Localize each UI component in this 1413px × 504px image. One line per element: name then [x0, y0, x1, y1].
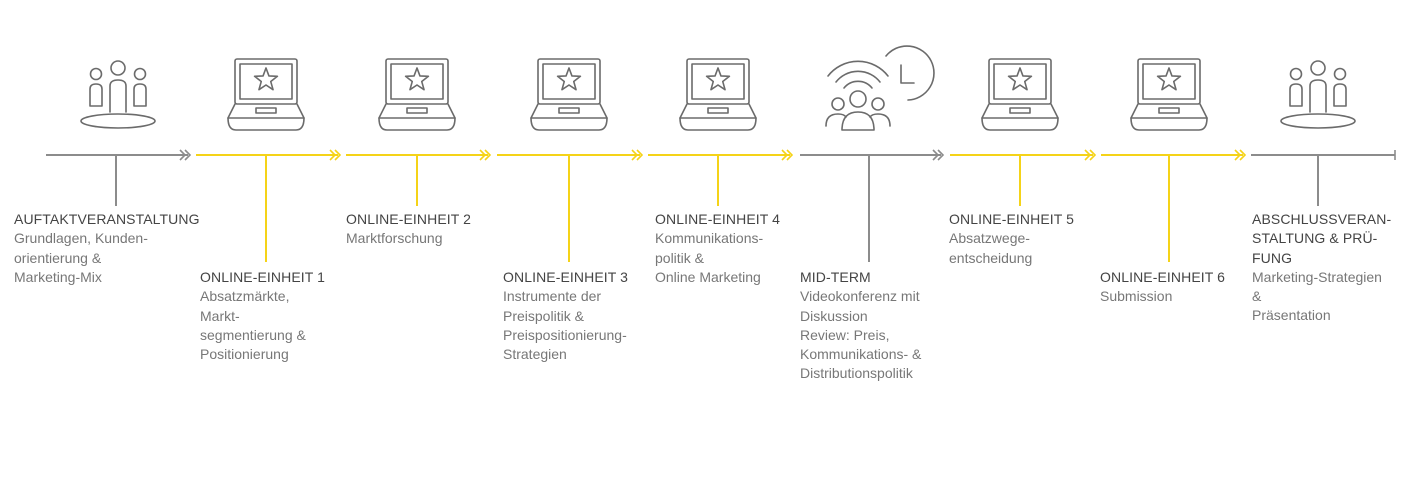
- double-chevron-icon: [932, 149, 945, 161]
- timeline-stems: [115, 155, 1319, 262]
- laptop-star-icon: [530, 58, 608, 131]
- step-label: ONLINE-EINHEIT 6 Submission: [1100, 268, 1225, 307]
- timeline-icons: [80, 45, 1356, 131]
- step-description-line: Kommunikations- &: [800, 346, 922, 363]
- step-label: AUFTAKTVERANSTALTUNG Grundlagen, Kunden-o…: [14, 210, 200, 287]
- timeline-segments: [46, 149, 1396, 161]
- step-title: ONLINE-EINHEIT 3: [503, 269, 629, 285]
- step-description-line: Submission: [1100, 288, 1173, 305]
- step-description-line: Online Marketing: [655, 268, 761, 285]
- step-description-line: Präsentation: [1252, 307, 1331, 324]
- step-label: ONLINE-EINHEIT 5 Absatzwege-entscheidung: [949, 210, 1074, 268]
- double-chevron-icon: [781, 149, 794, 161]
- laptop-star-icon: [378, 58, 456, 131]
- step-description-line: Absatzwege-: [949, 230, 1030, 247]
- step-title: FUNG: [1252, 249, 1293, 266]
- step-description-line: politik &: [655, 249, 705, 266]
- laptop-star-icon: [227, 58, 305, 131]
- step-title: ABSCHLUSSVERAN-: [1252, 211, 1392, 227]
- step-description-line: Instrumente der: [503, 288, 602, 305]
- step-label: ONLINE-EINHEIT 4 Kommunikations-politik &…: [655, 210, 780, 287]
- step-description-line: Strategien: [503, 346, 567, 363]
- step-title: ONLINE-EINHEIT 2: [346, 211, 472, 227]
- double-chevron-icon: [179, 149, 192, 161]
- step-description-line: Markt-: [200, 307, 240, 324]
- step-description-line: Distributionspolitik: [800, 365, 913, 382]
- step-description-line: Marketing-Mix: [14, 268, 102, 285]
- step-description-line: Positionierung: [200, 346, 289, 363]
- double-chevron-icon: [479, 149, 492, 161]
- step-description-line: entscheidung: [949, 249, 1033, 266]
- laptop-star-icon: [1130, 58, 1208, 131]
- laptop-star-icon: [679, 58, 757, 131]
- step-description-line: Preispositionierung-: [503, 326, 627, 343]
- step-description-line: Review: Preis,: [800, 326, 890, 343]
- step-title: ONLINE-EINHEIT 6: [1100, 269, 1226, 285]
- double-chevron-icon: [631, 149, 644, 161]
- step-title: AUFTAKTVERANSTALTUNG: [14, 211, 200, 227]
- step-title: ONLINE-EINHEIT 1: [200, 269, 326, 285]
- people-icon: [1280, 60, 1356, 129]
- double-chevron-icon: [1084, 149, 1097, 161]
- step-label: ABSCHLUSSVERAN- STALTUNG & PRÜ- FUNG Market…: [1252, 210, 1391, 326]
- step-label: ONLINE-EINHEIT 1 Absatzmärkte, Markt-segme…: [200, 268, 325, 364]
- step-title: ONLINE-EINHEIT 5: [949, 211, 1075, 227]
- step-description-line: Grundlagen, Kunden-: [14, 230, 148, 247]
- people-icon: [80, 60, 156, 129]
- step-description-line: Absatzmärkte,: [200, 288, 290, 305]
- step-description-line: Marktforschung: [346, 230, 443, 247]
- step-description-line: Videokonferenz mit: [800, 288, 920, 305]
- video-conference-clock-icon: [825, 45, 935, 131]
- step-description-line: Marketing-Strategien: [1252, 268, 1382, 285]
- step-description-line: Kommunikations-: [655, 230, 764, 247]
- step-description-line: segmentierung &: [200, 326, 306, 343]
- step-label: ONLINE-EINHEIT 2 Marktforschung: [346, 210, 471, 249]
- laptop-star-icon: [981, 58, 1059, 131]
- step-title: STALTUNG & PRÜ-: [1252, 230, 1378, 247]
- double-chevron-icon: [1234, 149, 1247, 161]
- double-chevron-icon: [329, 149, 342, 161]
- step-title: ONLINE-EINHEIT 4: [655, 211, 781, 227]
- step-description-line: Diskussion: [800, 307, 868, 324]
- step-description-line: Preispolitik &: [503, 307, 584, 324]
- step-title: MID-TERM: [800, 269, 871, 285]
- step-description-line: orientierung &: [14, 249, 102, 266]
- step-description-line: &: [1252, 288, 1262, 305]
